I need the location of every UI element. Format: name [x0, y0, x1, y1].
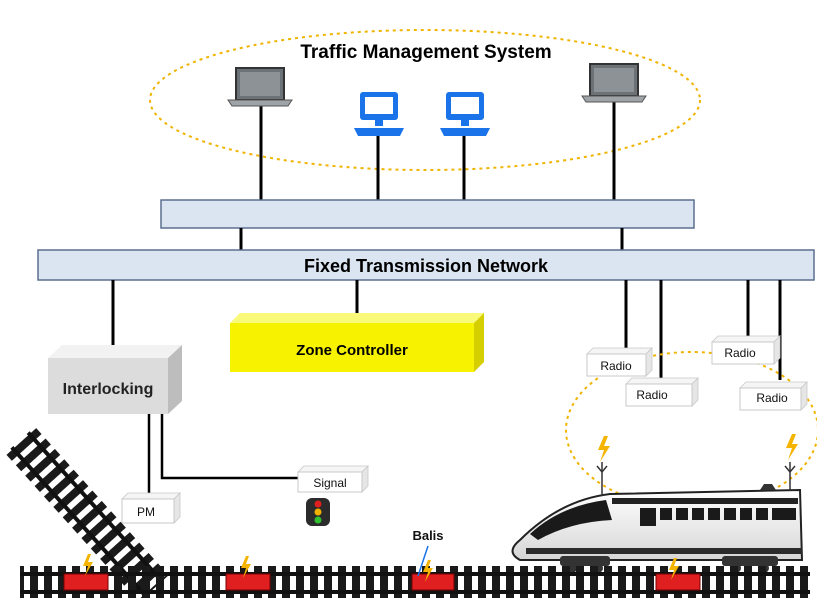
radio-box [586, 347, 653, 377]
traffic-light-icon [306, 498, 330, 526]
interlocking-links [147, 414, 300, 496]
radio-label: Radio [600, 359, 632, 373]
antenna-icon [596, 462, 796, 496]
tms-title: Traffic Management System [300, 42, 551, 63]
tms-network-bar [160, 199, 695, 229]
workstation-icon [354, 92, 404, 136]
signal-box [297, 465, 369, 493]
radio-box [711, 335, 781, 365]
radio-label: Radio [756, 391, 788, 405]
laptop-icon [227, 67, 293, 107]
signal-label: Signal [313, 476, 346, 490]
tms-boundary [149, 29, 701, 171]
branch-track [5, 426, 169, 598]
laptop-icon [581, 63, 647, 103]
balis-label: Balis [412, 528, 443, 543]
balise-icon [63, 573, 701, 591]
bar-links [239, 228, 624, 250]
workstation-icon [440, 92, 490, 136]
radio-label: Radio [724, 346, 756, 360]
balis-pointer [417, 545, 429, 577]
radio-label: Radio [636, 388, 668, 402]
zone-controller-label: Zone Controller [296, 342, 408, 359]
radio-box [739, 381, 808, 411]
pm-label: PM [137, 505, 155, 519]
pm-box [121, 492, 181, 524]
workstation-links [259, 100, 616, 200]
network-label: Fixed Transmission Network [304, 256, 549, 276]
train-icon [511, 484, 804, 573]
interlocking-box [48, 345, 182, 414]
zone-controller-box [230, 313, 484, 372]
radio-box [625, 377, 699, 407]
network-downlinks [111, 280, 782, 382]
fixed-transmission-network-bar [37, 249, 815, 281]
lightning-icon [598, 434, 798, 462]
lightning-icon [83, 554, 679, 582]
interlocking-label: Interlocking [63, 381, 154, 398]
